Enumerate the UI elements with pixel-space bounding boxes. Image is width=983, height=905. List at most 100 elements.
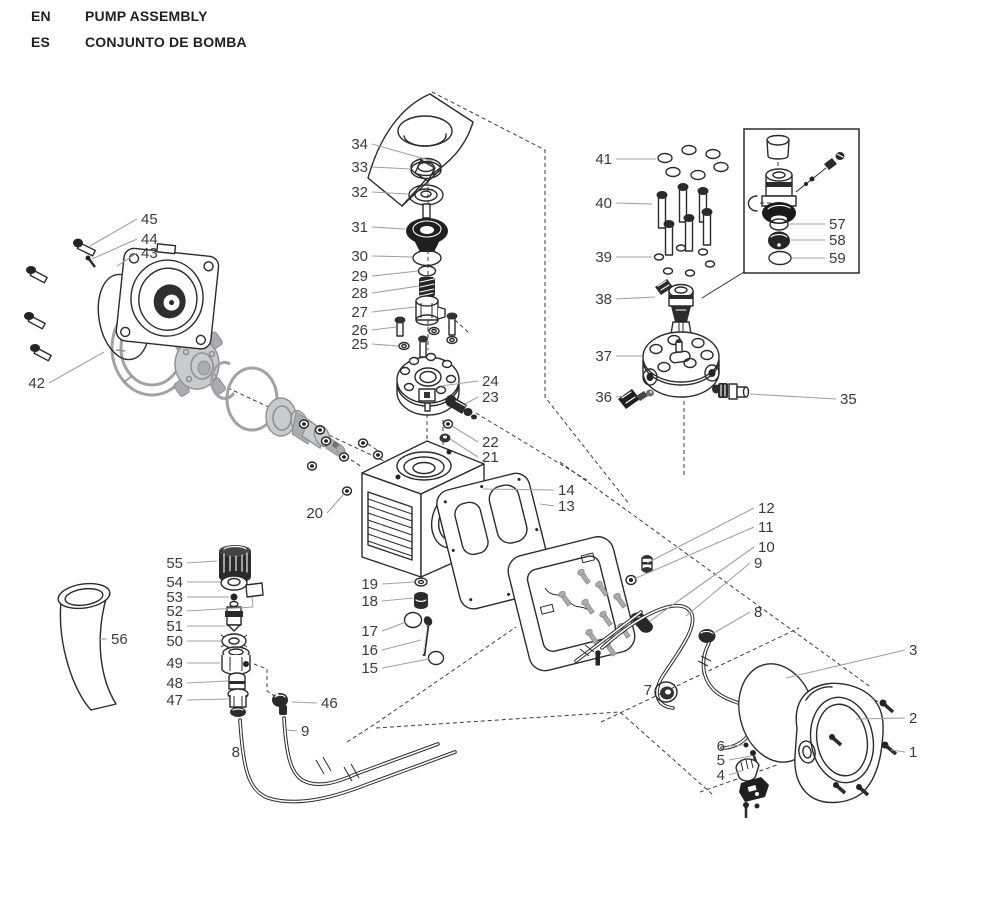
part-47-hose-fitting <box>227 688 249 717</box>
part-9-hose-left <box>282 716 440 786</box>
callout-24: 24 <box>482 373 499 390</box>
part-6-ball <box>743 742 749 748</box>
part-25-nuts <box>398 326 458 367</box>
callout-52: 52 <box>166 603 183 620</box>
language-code-es: ES <box>31 34 51 50</box>
part-52-clip <box>245 582 264 608</box>
leader-line-20 <box>326 493 345 514</box>
part-8-hose-right <box>697 629 755 750</box>
leader-line-34 <box>371 143 433 162</box>
callout-18: 18 <box>361 593 378 610</box>
callout-5: 5 <box>717 752 725 769</box>
callout-46: 46 <box>321 695 338 712</box>
callout-55: 55 <box>166 555 183 572</box>
leader-line-44 <box>91 238 138 260</box>
callout-45: 45 <box>141 211 158 228</box>
page-header: EN PUMP ASSEMBLY ES CONJUNTO DE BOMBA <box>31 8 247 60</box>
callout-58: 58 <box>829 232 846 249</box>
drain-tube <box>574 610 643 663</box>
part-46-elbow-fitting <box>272 693 288 715</box>
leader-line-16 <box>381 639 422 651</box>
callout-38: 38 <box>595 291 612 308</box>
callout-39: 39 <box>595 249 612 266</box>
part-45-bolt <box>73 238 96 257</box>
callout-layer: 1234567889910111213141516171819202122232… <box>28 136 917 784</box>
leader-line-36 <box>615 395 624 398</box>
callout-59: 59 <box>829 250 846 267</box>
part-44-pin <box>85 255 96 268</box>
leader-line-46 <box>291 701 318 704</box>
part-35-outlet-fitting <box>712 383 750 400</box>
page-title-en: PUMP ASSEMBLY <box>85 8 208 24</box>
callout-9: 9 <box>754 555 762 572</box>
inset-detail-box <box>701 128 860 299</box>
cover-screws <box>829 734 870 797</box>
callout-33: 33 <box>351 159 368 176</box>
part-22-nut <box>442 419 454 429</box>
part-48-fitting <box>228 672 246 690</box>
part-50-seal-washer <box>220 633 248 649</box>
part-30-o-ring <box>412 249 442 267</box>
leader-line-30 <box>371 255 413 258</box>
callout-11: 11 <box>758 519 774 536</box>
callout-4: 4 <box>717 767 725 784</box>
leader-line-27 <box>371 306 416 313</box>
leader-line-15 <box>381 658 430 669</box>
callout-14: 14 <box>558 482 575 499</box>
part-36-drain-valve <box>618 389 654 409</box>
leader-line-3 <box>785 649 906 679</box>
part-9-hose-right <box>600 603 695 710</box>
part-49-valve-body <box>221 646 251 676</box>
callout-19: 19 <box>361 576 378 593</box>
leader-line-40 <box>615 202 653 205</box>
leader-line-21 <box>449 438 479 458</box>
callout-9: 9 <box>301 723 309 740</box>
callout-26: 26 <box>351 322 368 339</box>
leader-line-13 <box>539 503 555 507</box>
callout-12: 12 <box>758 500 775 517</box>
callout-21: 21 <box>482 449 499 466</box>
part-24-flange <box>396 352 460 416</box>
leader-line-52 <box>186 606 254 612</box>
callout-56: 56 <box>111 631 128 648</box>
callout-8: 8 <box>754 604 762 621</box>
part-28-spring <box>419 277 435 297</box>
leader-line-4 <box>728 769 745 776</box>
callout-47: 47 <box>166 692 183 709</box>
callout-49: 49 <box>166 655 183 672</box>
part-56-suction-tube <box>57 582 117 711</box>
callout-6: 6 <box>717 738 725 755</box>
part-7-grommet <box>654 681 678 703</box>
callout-48: 48 <box>166 675 183 692</box>
callout-23: 23 <box>482 389 499 406</box>
callout-54: 54 <box>166 574 183 591</box>
callout-22: 22 <box>482 434 499 451</box>
callout-34: 34 <box>351 136 368 153</box>
part-12-fitting <box>641 555 653 573</box>
leader-line-26 <box>371 326 397 331</box>
callout-44: 44 <box>141 231 158 248</box>
callout-41: 41 <box>595 151 612 168</box>
leader-line-35 <box>749 393 837 400</box>
inset-cap <box>766 134 790 160</box>
callout-28: 28 <box>351 285 368 302</box>
leader-line-9 <box>685 562 751 617</box>
callout-50: 50 <box>166 633 183 650</box>
callout-30: 30 <box>351 248 368 265</box>
part-17-o-ring <box>403 611 423 629</box>
part-16-dip-rod <box>422 616 433 657</box>
leader-line-14 <box>482 488 555 491</box>
leader-line-55 <box>186 560 218 564</box>
leader-line-6 <box>728 744 744 747</box>
part-39-o-rings <box>653 244 716 277</box>
callout-27: 27 <box>351 304 368 321</box>
part-11-nut <box>625 574 637 586</box>
part-57-o-ring <box>769 218 789 231</box>
part-21-cap <box>439 433 451 443</box>
backplate-screws-gray <box>558 568 631 666</box>
callout-29: 29 <box>351 268 368 285</box>
callout-10: 10 <box>758 539 775 556</box>
inset-c-clip <box>747 195 772 212</box>
callout-32: 32 <box>351 184 368 201</box>
